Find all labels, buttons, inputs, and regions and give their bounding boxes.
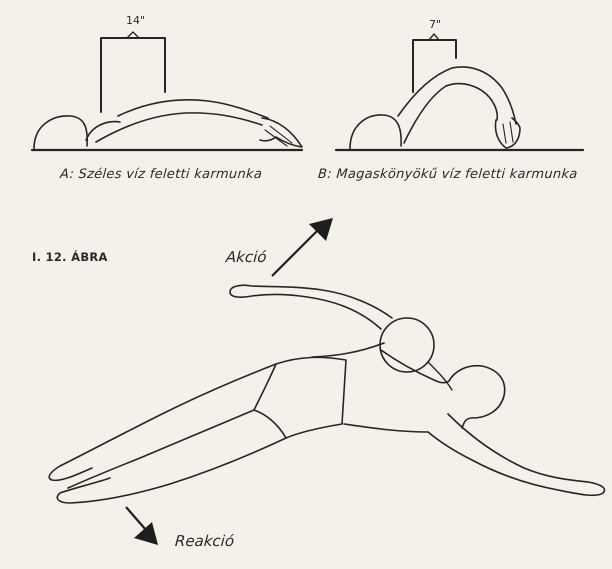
shoulder-circle-connector bbox=[428, 362, 452, 390]
panel-b-illustration bbox=[336, 34, 583, 150]
shoulder-circle bbox=[380, 318, 434, 372]
main-swimmer bbox=[49, 285, 604, 503]
panel-a-bracket bbox=[101, 38, 165, 112]
main-leg-middle bbox=[68, 410, 254, 488]
main-lower-arm bbox=[428, 414, 605, 495]
main-trunk-bottom bbox=[344, 424, 428, 432]
panel-a-head bbox=[34, 116, 87, 149]
reaction-label: Reakció bbox=[174, 532, 234, 550]
panel-b-hand bbox=[495, 118, 520, 148]
panel-b-dimension-label: 7" bbox=[429, 18, 441, 31]
panel-b-caption: B: Magaskönyökű víz feletti karmunka bbox=[317, 167, 578, 182]
panel-b-arm-top bbox=[452, 67, 516, 124]
main-leg-lower bbox=[57, 438, 286, 503]
main-head bbox=[449, 366, 505, 428]
main-leg-upper bbox=[49, 364, 276, 480]
main-raised-arm bbox=[230, 285, 392, 329]
action-label: Akció bbox=[225, 248, 267, 266]
main-torso-top bbox=[312, 343, 384, 357]
panel-b-arm-rise-inner bbox=[404, 86, 446, 143]
figure-label: I. 12. ÁBRA bbox=[32, 250, 108, 264]
panel-b-fingers bbox=[503, 122, 513, 143]
panel-a-hand bbox=[260, 118, 302, 147]
panel-a-arm-top bbox=[118, 100, 268, 118]
panel-a-illustration bbox=[32, 32, 302, 150]
reaction-arrow bbox=[126, 507, 158, 545]
panel-a-dimension-label: 14" bbox=[126, 14, 145, 27]
panel-b-arm-rise bbox=[398, 68, 452, 116]
main-swimsuit bbox=[254, 357, 346, 438]
panel-a-arm-bottom bbox=[96, 113, 262, 142]
action-arrow bbox=[272, 218, 333, 276]
panel-b-head bbox=[350, 115, 401, 149]
panel-a-caption: A: Széles víz feletti karmunka bbox=[59, 167, 262, 182]
panel-b-arm-inner bbox=[446, 84, 497, 120]
